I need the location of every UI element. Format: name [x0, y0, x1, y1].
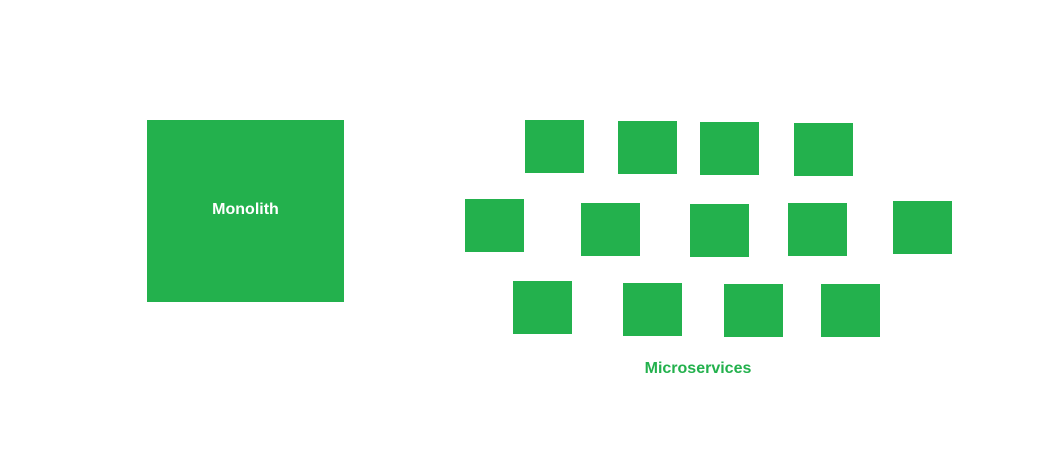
microservice-box: [700, 122, 759, 175]
microservice-box: [525, 120, 584, 173]
microservice-box: [618, 121, 677, 174]
microservice-box: [794, 123, 853, 176]
microservice-box: [724, 284, 783, 337]
monolith-label: Monolith: [212, 201, 279, 218]
microservice-box: [690, 204, 749, 257]
microservices-label: Microservices: [644, 360, 752, 377]
microservice-box: [581, 203, 640, 256]
microservice-box: [623, 283, 682, 336]
microservice-box: [788, 203, 847, 256]
monolith-block: Monolith: [147, 120, 344, 302]
microservice-box: [465, 199, 524, 252]
microservice-box: [821, 284, 880, 337]
microservice-box: [893, 201, 952, 254]
microservice-box: [513, 281, 572, 334]
